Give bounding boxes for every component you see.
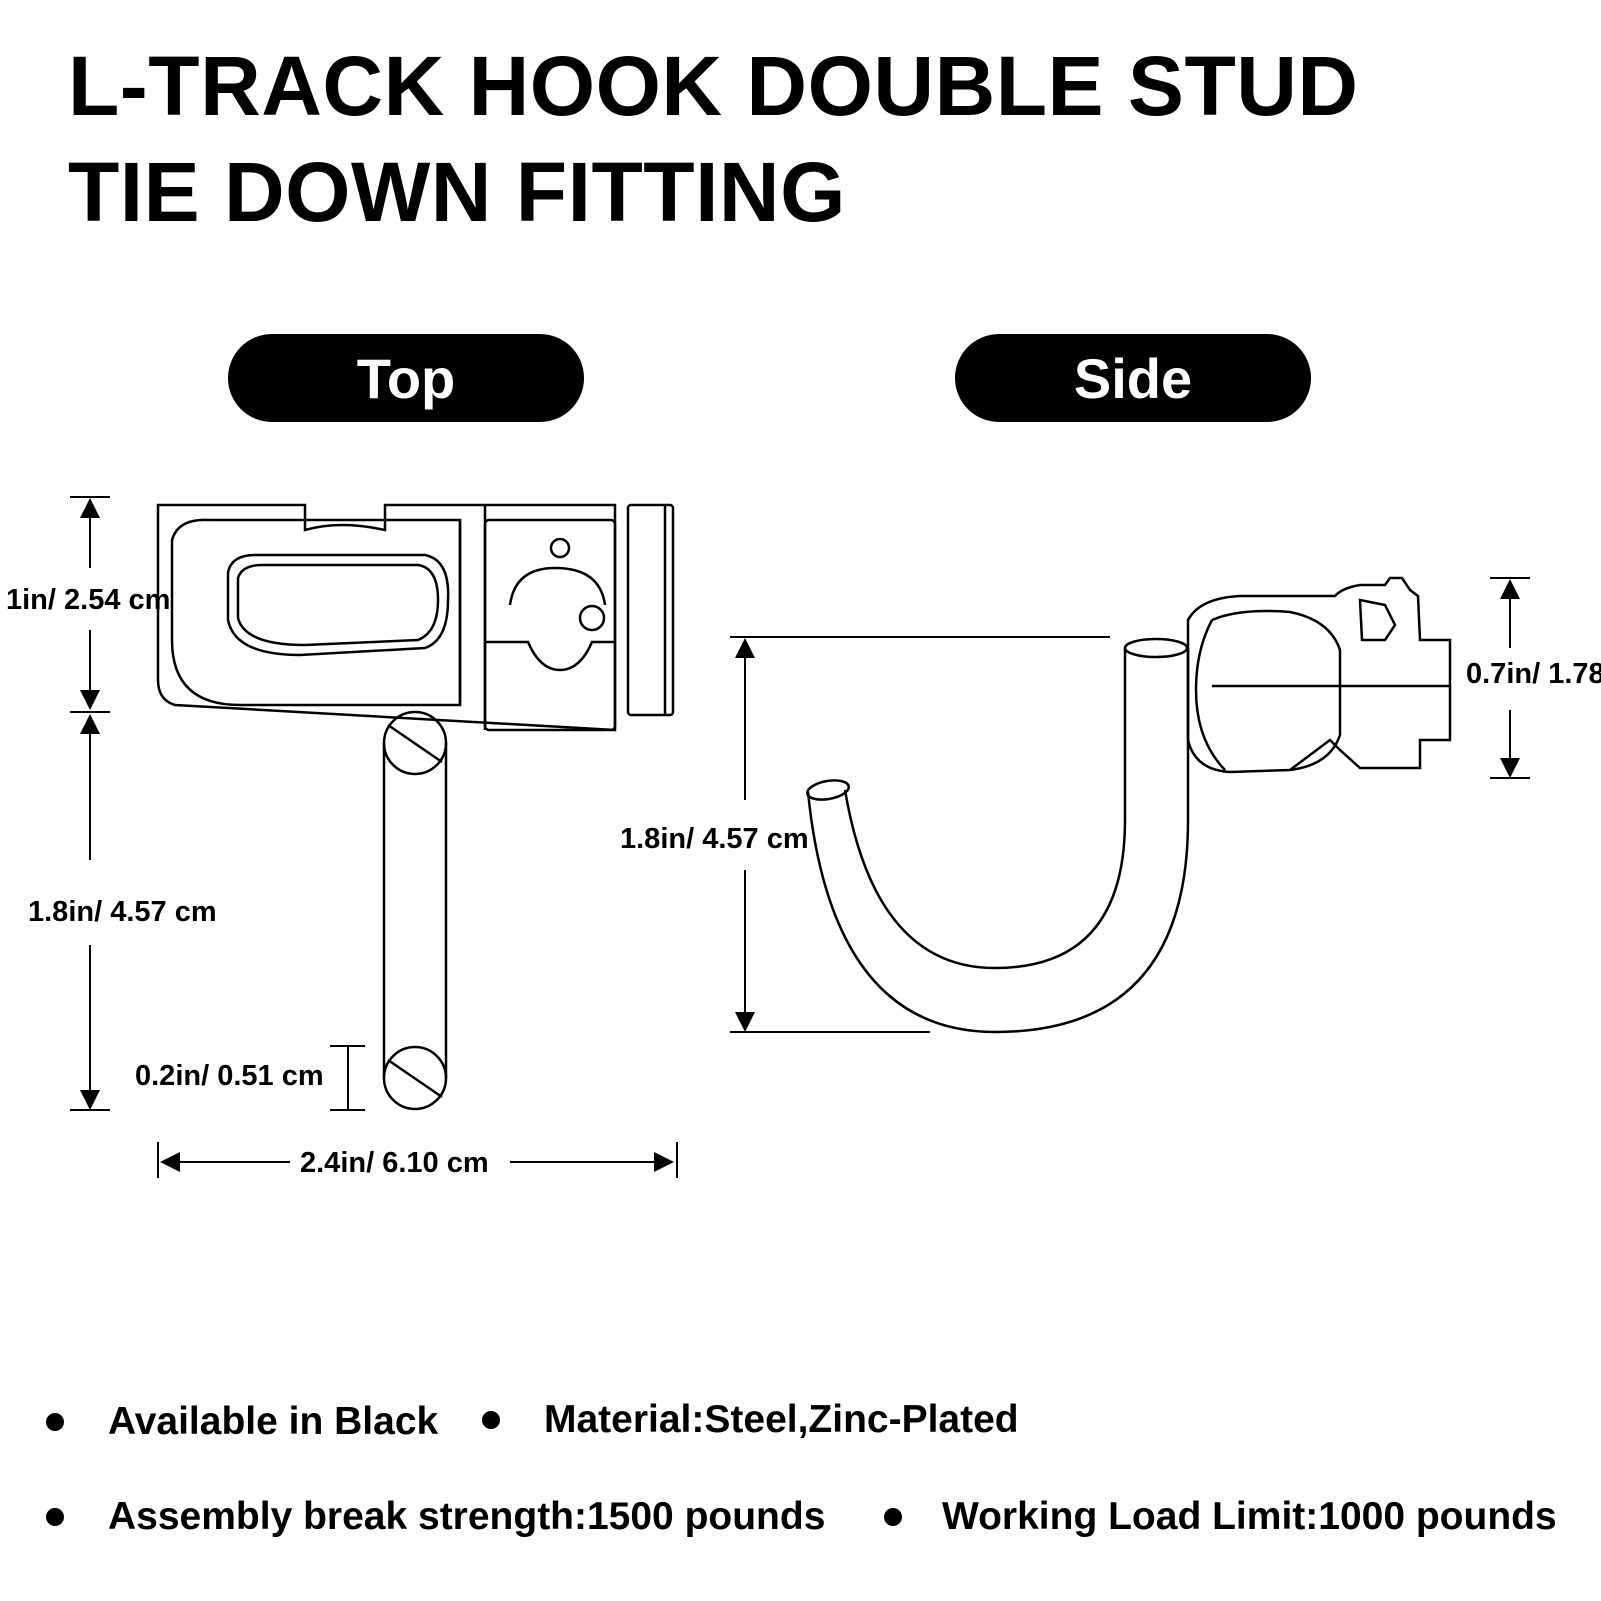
spec-item-material: Material:Steel,Zinc-Plated: [482, 1398, 1019, 1442]
spec-color-text: Available in Black: [108, 1400, 439, 1443]
side-view-label: Side: [955, 334, 1311, 422]
side-view-drawing: [806, 576, 1452, 1034]
spec-working-load-text: Working Load Limit:1000 pounds: [942, 1495, 1557, 1538]
bullet-icon: [884, 1508, 902, 1526]
dim-top-width: 2.4in/ 6.10 cm: [300, 1147, 489, 1179]
dim-top-hook-length: 1.8in/ 4.57 cm: [28, 896, 217, 928]
spec-item-working-load: Working Load Limit:1000 pounds: [884, 1495, 1557, 1539]
title-line-2: TIE DOWN FITTING: [68, 145, 846, 239]
spec-item-break-strength: Assembly break strength:1500 pounds: [46, 1495, 825, 1539]
dim-side-fitting-height: 0.7in/ 1.78: [1466, 658, 1601, 690]
bullet-icon: [482, 1411, 500, 1429]
side-view-dimensions: [730, 577, 1530, 1033]
top-view-dimensions: [70, 496, 678, 1178]
bullet-icon: [46, 1508, 64, 1526]
title-line-1: L-TRACK HOOK DOUBLE STUD: [68, 39, 1359, 133]
spec-break-strength-text: Assembly break strength:1500 pounds: [108, 1495, 826, 1538]
top-view-drawing: [156, 503, 675, 1111]
dim-top-rod-diameter: 0.2in/ 0.51 cm: [135, 1060, 324, 1092]
top-view-label: Top: [228, 334, 584, 422]
dim-side-hook-height: 1.8in/ 4.57 cm: [620, 823, 809, 855]
bullet-icon: [46, 1413, 64, 1431]
dim-top-height: 1in/ 2.54 cm: [6, 584, 170, 616]
spec-material-text: Material:Steel,Zinc-Plated: [544, 1398, 1019, 1441]
spec-item-color: Available in Black: [46, 1400, 438, 1444]
